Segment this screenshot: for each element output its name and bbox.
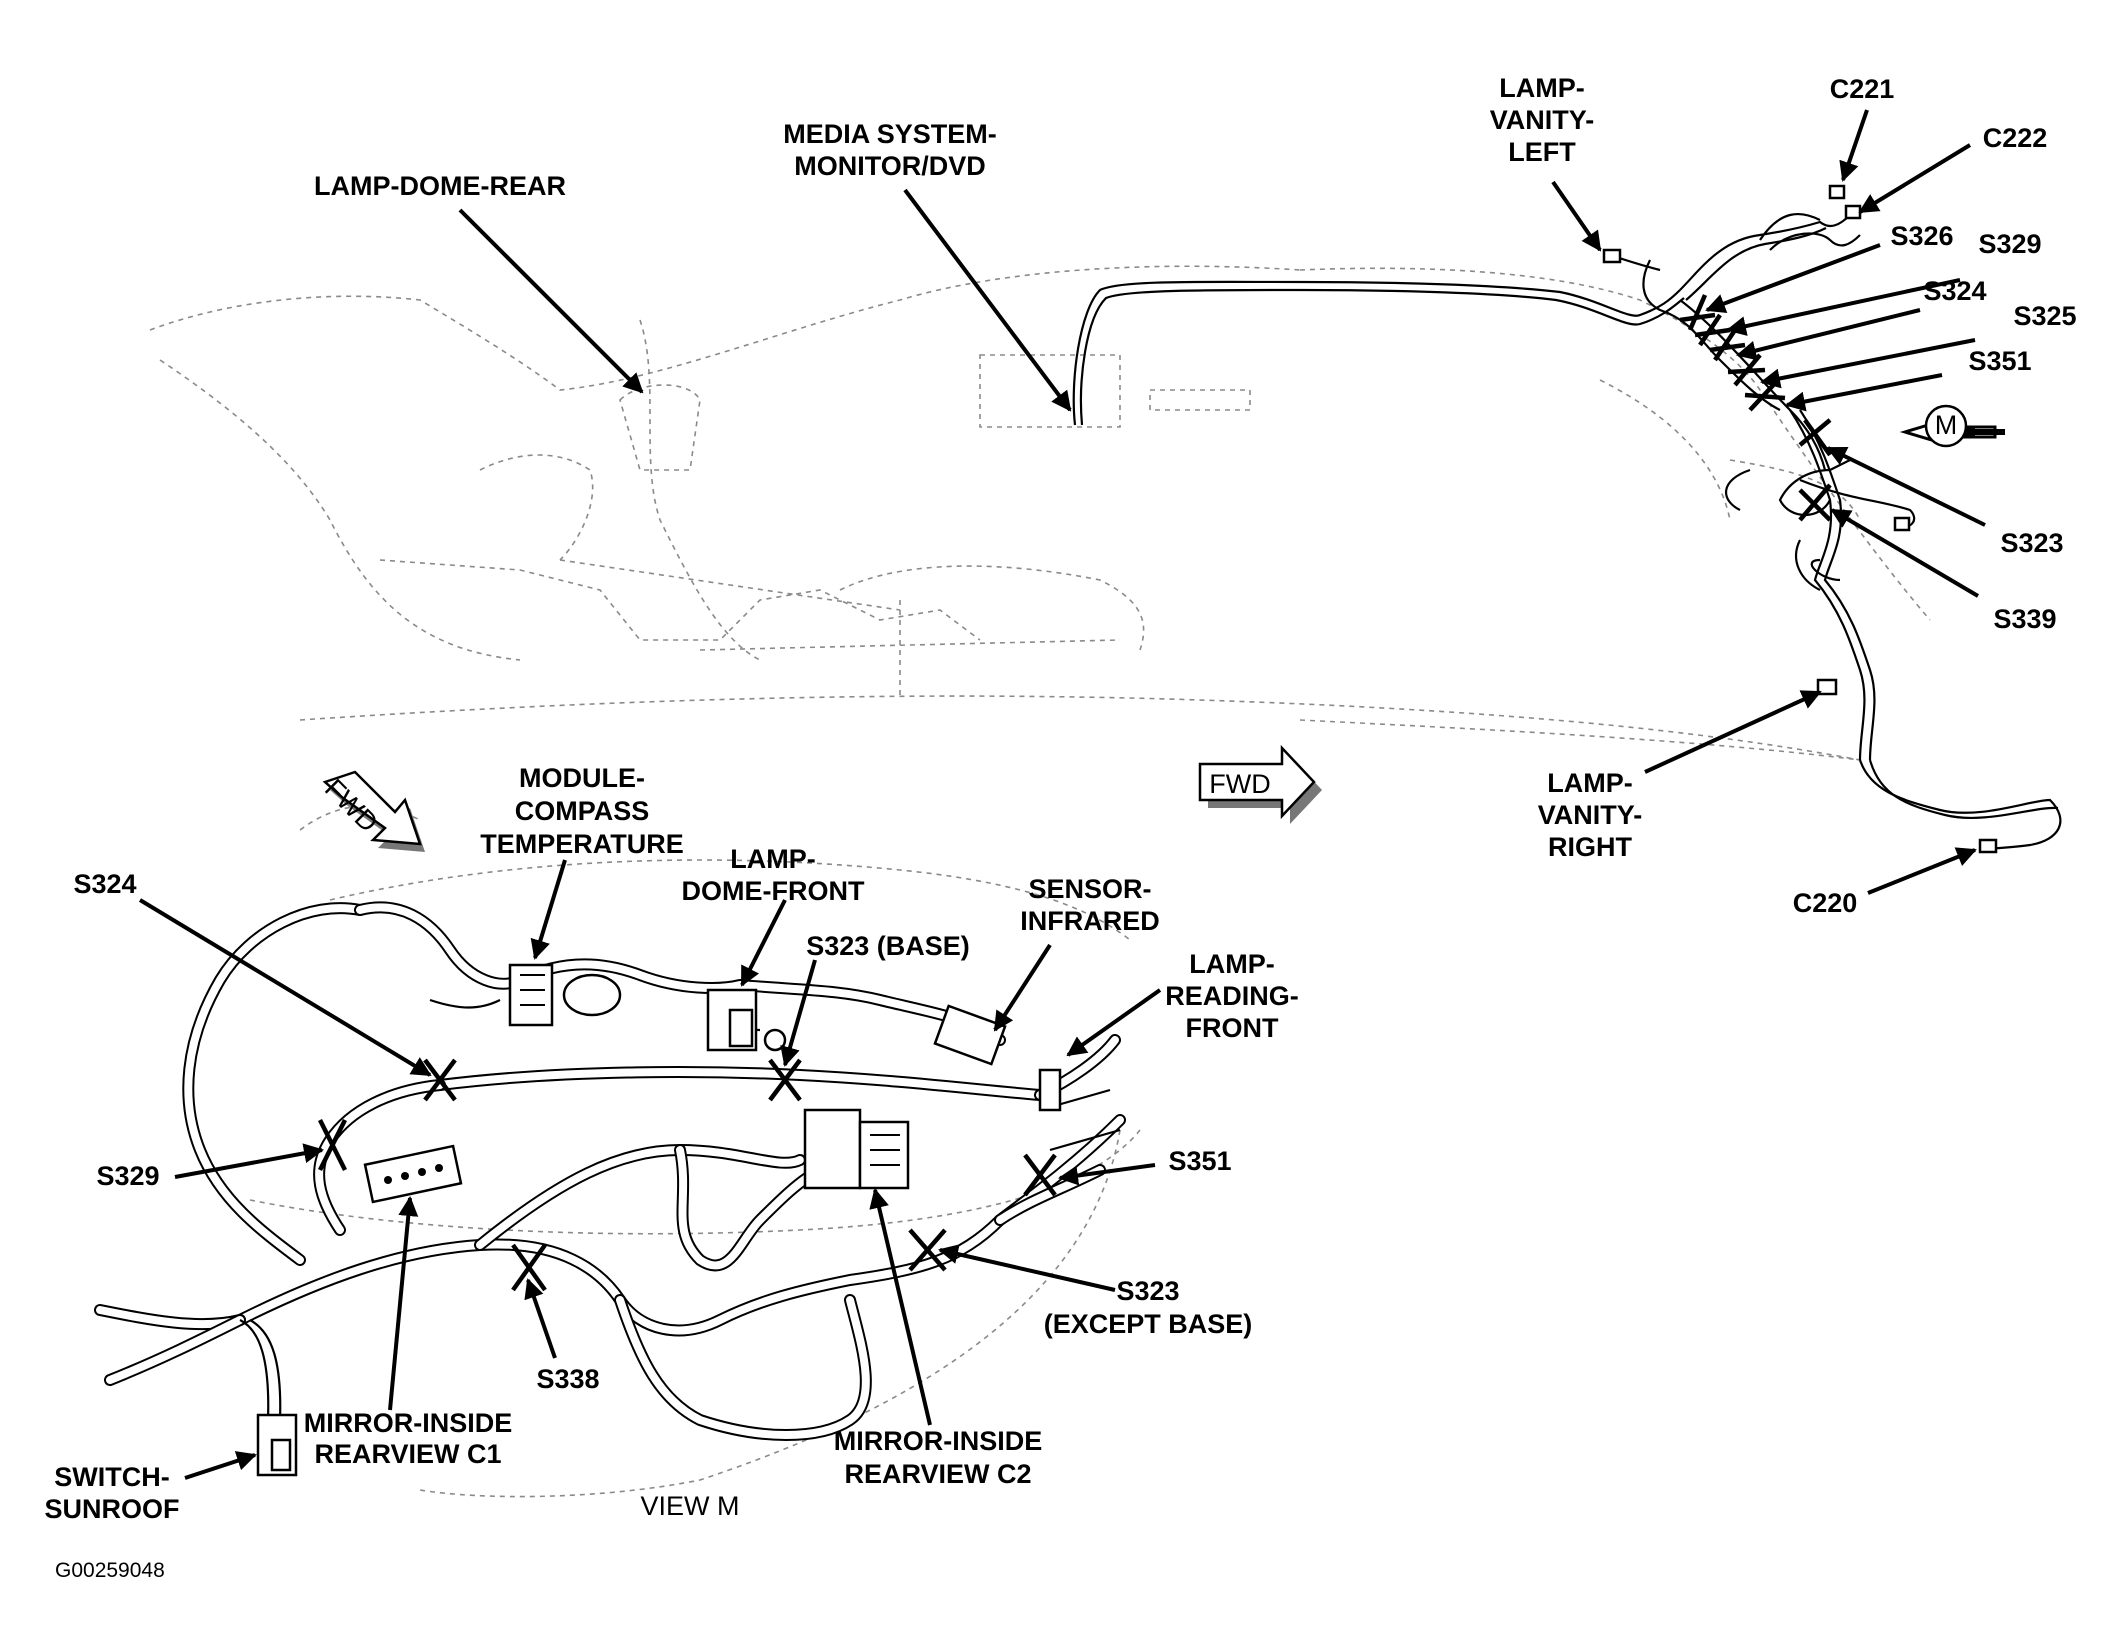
s329-top-label: S329 <box>1978 229 2041 259</box>
lamp-reading-front-connector <box>1038 1068 1062 1112</box>
s323-except-label-line2: (EXCEPT BASE) <box>1044 1309 1253 1339</box>
mirror-c2-pinblock <box>858 1120 910 1190</box>
vehicle-outline <box>149 265 1931 1498</box>
s351-view-label: S351 <box>1168 1146 1231 1176</box>
media-system-label-line2: MONITOR/DVD <box>794 151 986 181</box>
lamp-vanity-left-connector <box>1602 248 1622 264</box>
view-m-arrow: M <box>1899 404 2005 448</box>
sensor-infrared-label-line1: SENSOR- <box>1028 874 1151 904</box>
s338-view-label: S338 <box>536 1364 599 1394</box>
mirror-c2-connector <box>803 1108 862 1190</box>
lamp-vanity-right-label-line1: LAMP- <box>1547 768 1632 798</box>
lamp-dome-front-label-line2: DOME-FRONT <box>682 876 865 906</box>
s339-top-label: S339 <box>1993 604 2056 634</box>
callout-labels: LAMP-DOME-REAR MEDIA SYSTEM- MONITOR/DVD… <box>45 73 2077 1582</box>
view-marker-label: M <box>1935 410 1958 440</box>
mirror-c2-label-line2: REARVIEW C2 <box>844 1459 1031 1489</box>
lamp-vanity-right-connector <box>1816 678 1838 696</box>
sensor-infrared-label-line2: INFRARED <box>1020 906 1160 936</box>
lamp-reading-front-label-line3: FRONT <box>1186 1013 1279 1043</box>
switch-sunroof-label-line2: SUNROOF <box>45 1494 180 1524</box>
lamp-reading-front-label-line1: LAMP- <box>1189 949 1274 979</box>
lamp-vanity-right-label-line2: VANITY- <box>1538 800 1643 830</box>
module-compass-label-line2: COMPASS <box>515 796 650 826</box>
roof-harness <box>1072 184 2062 854</box>
lamp-vanity-left-label-line1: LAMP- <box>1499 73 1584 103</box>
fwd-arrow-view: FWD <box>319 770 425 852</box>
s323-base-label: S323 (BASE) <box>806 931 970 961</box>
mirror-c1-label-line1: MIRROR-INSIDE <box>304 1408 513 1438</box>
s323-except-label-line1: S323 <box>1116 1276 1179 1306</box>
c222-label: C222 <box>1983 123 2048 153</box>
c220-connector <box>1978 838 1998 854</box>
lamp-vanity-right-label-line3: RIGHT <box>1548 832 1633 862</box>
s323-top-label: S323 <box>2000 528 2063 558</box>
mirror-c2-label-line1: MIRROR-INSIDE <box>834 1426 1043 1456</box>
view-caption: VIEW M <box>641 1491 740 1521</box>
module-compass-bulb <box>562 973 622 1017</box>
switch-sunroof-pins <box>270 1438 292 1472</box>
c220-label: C220 <box>1793 888 1858 918</box>
lamp-dome-front-label-line1: LAMP- <box>730 844 815 874</box>
s351-top-label: S351 <box>1968 346 2031 376</box>
s324-view-label: S324 <box>73 869 136 899</box>
module-compass-label-line3: TEMPERATURE <box>480 829 684 859</box>
media-system-label-line1: MEDIA SYSTEM- <box>783 119 997 149</box>
s329-view-label: S329 <box>96 1161 159 1191</box>
mirror-c1-connector <box>363 1144 463 1204</box>
top-splice-marks <box>1679 294 1832 522</box>
fwd-arrow-main: FWD <box>1198 744 1322 824</box>
mirror-c1-label-line2: REARVIEW C1 <box>314 1439 501 1469</box>
c222-connector <box>1844 204 1862 220</box>
fwd-main-label: FWD <box>1209 769 1270 799</box>
figure-id: G00259048 <box>55 1559 165 1582</box>
s326-top-label: S326 <box>1890 221 1953 251</box>
lamp-vanity-left-label-line3: LEFT <box>1508 137 1576 167</box>
s324-top-label: S324 <box>1923 276 1986 306</box>
c221-label: C221 <box>1830 74 1895 104</box>
lamp-dome-rear-label: LAMP-DOME-REAR <box>314 171 566 201</box>
switch-sunroof-label-line1: SWITCH- <box>54 1462 169 1492</box>
branch-connector <box>1893 516 1911 532</box>
s325-top-label: S325 <box>2013 301 2076 331</box>
lamp-vanity-left-label-line2: VANITY- <box>1490 105 1595 135</box>
module-compass-label-line1: MODULE- <box>519 763 645 793</box>
view-m-circle <box>1924 404 1968 448</box>
sensor-infrared-connector <box>933 1004 1007 1066</box>
lamp-reading-front-label-line2: READING- <box>1165 981 1299 1011</box>
view-m-harness <box>94 901 1126 1441</box>
leader-arrows <box>138 109 1986 1480</box>
lamp-dome-front-pins <box>728 1008 754 1048</box>
view-m-components <box>256 963 1062 1477</box>
c221-connector <box>1828 184 1846 200</box>
s323-base-splice <box>763 1028 787 1052</box>
